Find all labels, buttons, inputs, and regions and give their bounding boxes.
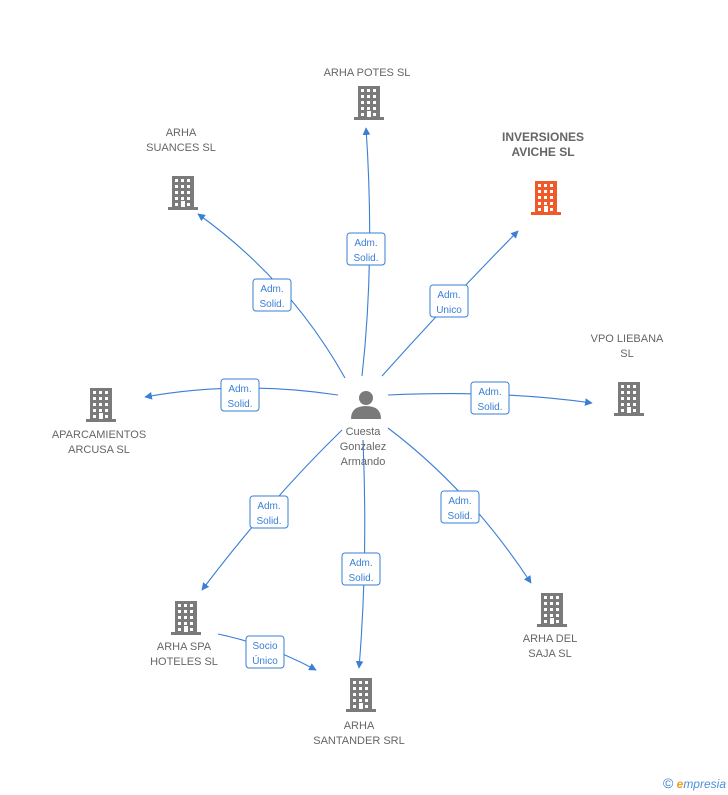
building-icon	[614, 382, 644, 416]
edge-label-text: Adm. Solid.	[259, 284, 284, 310]
edge-label-line: Solid.	[256, 516, 281, 527]
company-name-arha-potes-line: ARHA POTES SL	[324, 67, 411, 79]
edge-label-box	[346, 232, 386, 266]
building-icon	[346, 678, 376, 712]
edge-label-line: Adm.	[260, 284, 283, 295]
company-name-aparcamientos-arcusa-line: ARCUSA SL	[68, 444, 130, 456]
edge-label-box	[249, 495, 289, 529]
building-icon	[537, 593, 567, 627]
edge-label-line: Adm.	[478, 387, 501, 398]
edge-label-line: Solid.	[348, 573, 373, 584]
company-name-vpo-liebana-line: SL	[620, 348, 633, 360]
company-name-arha-spa-hoteles-line: ARHA SPA	[157, 641, 212, 653]
edge-label-box	[245, 635, 285, 669]
building-icon	[168, 176, 198, 210]
building-icon	[171, 601, 201, 635]
edge-label[interactable]: Adm. Solid.	[440, 490, 480, 524]
edge-label-line: Adm.	[437, 290, 460, 301]
company-name-arha-santander[interactable]: ARHA SANTANDER SRL	[313, 720, 404, 747]
company-name-arha-potes[interactable]: ARHA POTES SL	[324, 67, 411, 79]
edge-label-line: Adm.	[228, 384, 251, 395]
company-name-arha-spa-hoteles[interactable]: ARHA SPA HOTELES SL	[150, 641, 218, 668]
edge-label-text: Adm. Solid.	[353, 238, 378, 264]
edge-label-line: Unico	[436, 305, 462, 316]
company-name-arha-suances-line: ARHA	[166, 127, 197, 139]
company-name-arha-del-saja-line: ARHA DEL	[523, 633, 577, 645]
edge-label-line: Adm.	[448, 496, 471, 507]
person-name-line: Cuesta	[346, 426, 382, 438]
edge-label-line: Solid.	[447, 511, 472, 522]
edge-label-line: Solid.	[353, 253, 378, 264]
company-name-vpo-liebana-line: VPO LIEBANA	[591, 333, 664, 345]
edge-label-box	[220, 378, 260, 412]
person-name-line: Armando	[341, 456, 386, 468]
edge-label-text: Adm. Unico	[436, 290, 462, 316]
company-name-arha-santander-line: ARHA	[344, 720, 375, 732]
edge-label-text: Adm. Solid.	[348, 558, 373, 584]
copyright-icon: ©	[662, 775, 674, 791]
company-name-arha-del-saja[interactable]: ARHA DEL SAJA SL	[523, 633, 577, 660]
company-name-arha-suances-line: SUANCES SL	[146, 142, 216, 154]
edge-label-text: Adm. Solid.	[256, 501, 281, 527]
brand-name: mpresia	[683, 777, 726, 791]
edge-label-line: Adm.	[257, 501, 280, 512]
person-icon	[351, 391, 381, 419]
edge-label-text: Adm. Solid.	[447, 496, 472, 522]
footer-brand[interactable]: © empresia	[663, 775, 726, 791]
edge-label-line: Solid.	[259, 299, 284, 310]
company-name-arha-spa-hoteles-line: HOTELES SL	[150, 656, 218, 668]
edge-label-line: Adm.	[349, 558, 372, 569]
edge-label[interactable]: Adm. Solid.	[252, 278, 292, 312]
edge-label-box	[440, 490, 480, 524]
edge-labels-layer: Adm.Solid.Adm.UnicoAdm.Solid.Adm.Solid.A…	[220, 232, 510, 669]
company-name-inversiones-aviche-line: INVERSIONES	[502, 130, 584, 144]
edge-label-line: Solid.	[477, 402, 502, 413]
edge-label-box	[341, 552, 381, 586]
edge-label[interactable]: Adm. Solid.	[249, 495, 289, 529]
brand-initial: e	[676, 777, 684, 791]
edge-label-line: Socio	[252, 641, 277, 652]
edge-label[interactable]: Adm. Solid.	[470, 381, 510, 415]
edge-label-text: Adm. Solid.	[227, 384, 252, 410]
edge-label-line: Adm.	[354, 238, 377, 249]
edge-label[interactable]: Adm. Solid.	[341, 552, 381, 586]
person-name-line: Gonzalez	[340, 441, 386, 453]
edge-label-box	[252, 278, 292, 312]
company-name-inversiones-aviche-line: AVICHE SL	[511, 145, 574, 159]
company-name-arha-del-saja-line: SAJA SL	[528, 648, 571, 660]
edge-label[interactable]: Adm. Unico	[429, 284, 469, 318]
edge-label-line: Solid.	[227, 399, 252, 410]
building-icon	[531, 181, 561, 215]
edge-label-line: Único	[252, 654, 278, 667]
company-name-arha-suances[interactable]: ARHA SUANCES SL	[146, 127, 216, 154]
edge-label[interactable]: Adm. Solid.	[346, 232, 386, 266]
company-name-aparcamientos-arcusa[interactable]: APARCAMIENTOS ARCUSA SL	[52, 429, 146, 456]
edge-label-box	[429, 284, 469, 318]
building-icon	[86, 388, 116, 422]
company-name-arha-santander-line: SANTANDER SRL	[313, 735, 404, 747]
edge-label-text: Adm. Solid.	[477, 387, 502, 413]
company-name-vpo-liebana[interactable]: VPO LIEBANA SL	[591, 333, 664, 360]
company-name-aparcamientos-arcusa-line: APARCAMIENTOS	[52, 429, 146, 441]
building-icon	[354, 86, 384, 120]
edge-label-box	[470, 381, 510, 415]
edge-label[interactable]: Adm. Solid.	[220, 378, 260, 412]
